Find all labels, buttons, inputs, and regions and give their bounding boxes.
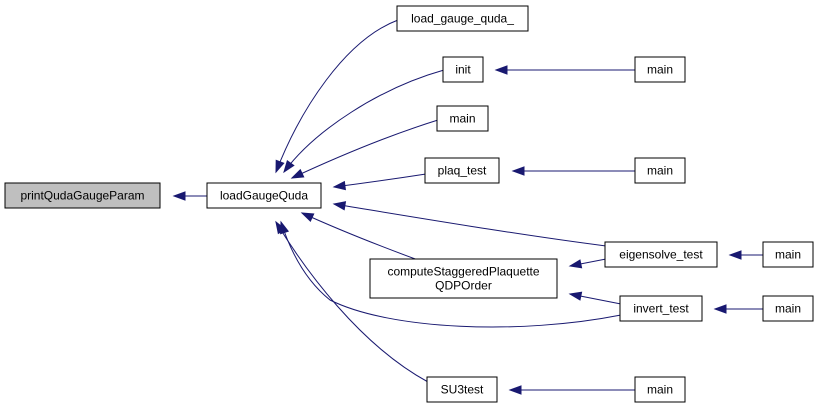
node-label: computeStaggeredPlaquette (387, 265, 539, 279)
node-label: main (647, 383, 673, 397)
node-box (619, 295, 703, 322)
arrowhead (332, 180, 346, 191)
arrowhead (713, 304, 727, 314)
arrowhead (275, 220, 286, 235)
edge-plaq_test-to-loadGaugeQuda (332, 173, 427, 191)
edge-line (333, 203, 607, 247)
node-load_gauge_quda_[interactable]: load_gauge_quda_ (396, 5, 529, 32)
arrowhead (275, 159, 285, 174)
node-label: init (455, 63, 471, 77)
node-box (4, 182, 161, 209)
node-invert_test[interactable]: invert_test (619, 295, 703, 322)
edges-layer (172, 19, 764, 395)
node-label: load_gauge_quda_ (411, 12, 514, 26)
arrowhead (290, 168, 305, 179)
edge-line (275, 19, 399, 173)
arrowhead (172, 191, 186, 201)
nodes-layer: printQudaGaugeParam loadGaugeQuda load_gau… (4, 5, 814, 403)
node-main_plaq[interactable]: main (634, 157, 686, 184)
node-box (762, 241, 814, 268)
edge-main_invert-to-invert_test (713, 304, 764, 314)
edge-eigensolve_test-to-loadGaugeQuda (332, 201, 607, 247)
edge-main_plaq-to-plaq_test (511, 166, 636, 176)
node-label: eigensolve_test (619, 248, 703, 262)
node-box (424, 157, 500, 184)
node-init[interactable]: init (442, 56, 484, 83)
edge-computeStaggeredPlaquetteQDPOrder-to-loadGaugeQuda (300, 212, 419, 261)
node-label: main (449, 112, 475, 126)
node-box (634, 157, 686, 184)
arrowhead (300, 212, 315, 223)
node-box (604, 241, 718, 268)
edge-loadGaugeQuda-to-printQudaGaugeParam (172, 191, 207, 201)
edge-line (333, 173, 427, 188)
arrowhead (728, 250, 742, 260)
edge-line (280, 221, 622, 328)
node-eigensolve_test[interactable]: eigensolve_test (604, 241, 718, 268)
edge-main_eigen-to-eigensolve_test (728, 250, 764, 260)
node-loadGaugeQuda[interactable]: loadGaugeQuda (206, 182, 322, 209)
node-box (436, 105, 489, 132)
edge-line (275, 221, 429, 383)
node-label: main (775, 302, 801, 316)
node-label: printQudaGaugeParam (20, 189, 144, 203)
node-main_invert[interactable]: main (762, 295, 814, 322)
node-label: QDPOrder (435, 279, 492, 293)
edge-invert_test-to-computeStaggeredPlaquetteQDPOrder (568, 291, 622, 305)
edge-main_init-to-init (494, 65, 636, 75)
arrowhead (494, 65, 508, 75)
node-box (369, 258, 558, 299)
node-main_su3[interactable]: main (634, 376, 686, 403)
node-label: plaq_test (438, 164, 487, 178)
arrowhead (283, 159, 295, 174)
node-plaq_test[interactable]: plaq_test (424, 157, 500, 184)
node-label: main (775, 248, 801, 262)
node-SU3test[interactable]: SU3test (426, 376, 498, 403)
node-box (634, 376, 686, 403)
edge-line (283, 69, 445, 173)
edge-main_direct-to-loadGaugeQuda (290, 119, 439, 179)
edge-eigensolve_test-to-computeStaggeredPlaquetteQDPOrder (568, 258, 607, 269)
node-main_init[interactable]: main (634, 56, 686, 83)
node-label: invert_test (633, 302, 689, 316)
arrowhead (568, 291, 583, 301)
edge-SU3test-to-loadGaugeQuda (275, 220, 429, 383)
arrowhead (508, 385, 522, 395)
arrowhead (511, 166, 525, 176)
edge-init-to-loadGaugeQuda (283, 69, 445, 174)
node-label: main (647, 63, 673, 77)
node-box (426, 376, 498, 403)
node-label: main (647, 164, 673, 178)
node-box (442, 56, 484, 83)
edge-line (301, 212, 419, 261)
node-box (396, 5, 529, 32)
edge-main_su3-to-SU3test (508, 385, 636, 395)
node-box (206, 182, 322, 209)
node-box (634, 56, 686, 83)
edge-load_gauge_quda_-to-loadGaugeQuda (275, 19, 399, 174)
arrowhead (332, 201, 347, 211)
node-label: loadGaugeQuda (220, 189, 308, 203)
edge-line (291, 119, 439, 179)
node-main_direct[interactable]: main (436, 105, 489, 132)
node-box (762, 295, 814, 322)
arrowhead (568, 259, 583, 269)
node-printQudaGaugeParam[interactable]: printQudaGaugeParam (4, 182, 161, 209)
node-main_eigen[interactable]: main (762, 241, 814, 268)
node-label: SU3test (441, 383, 484, 397)
